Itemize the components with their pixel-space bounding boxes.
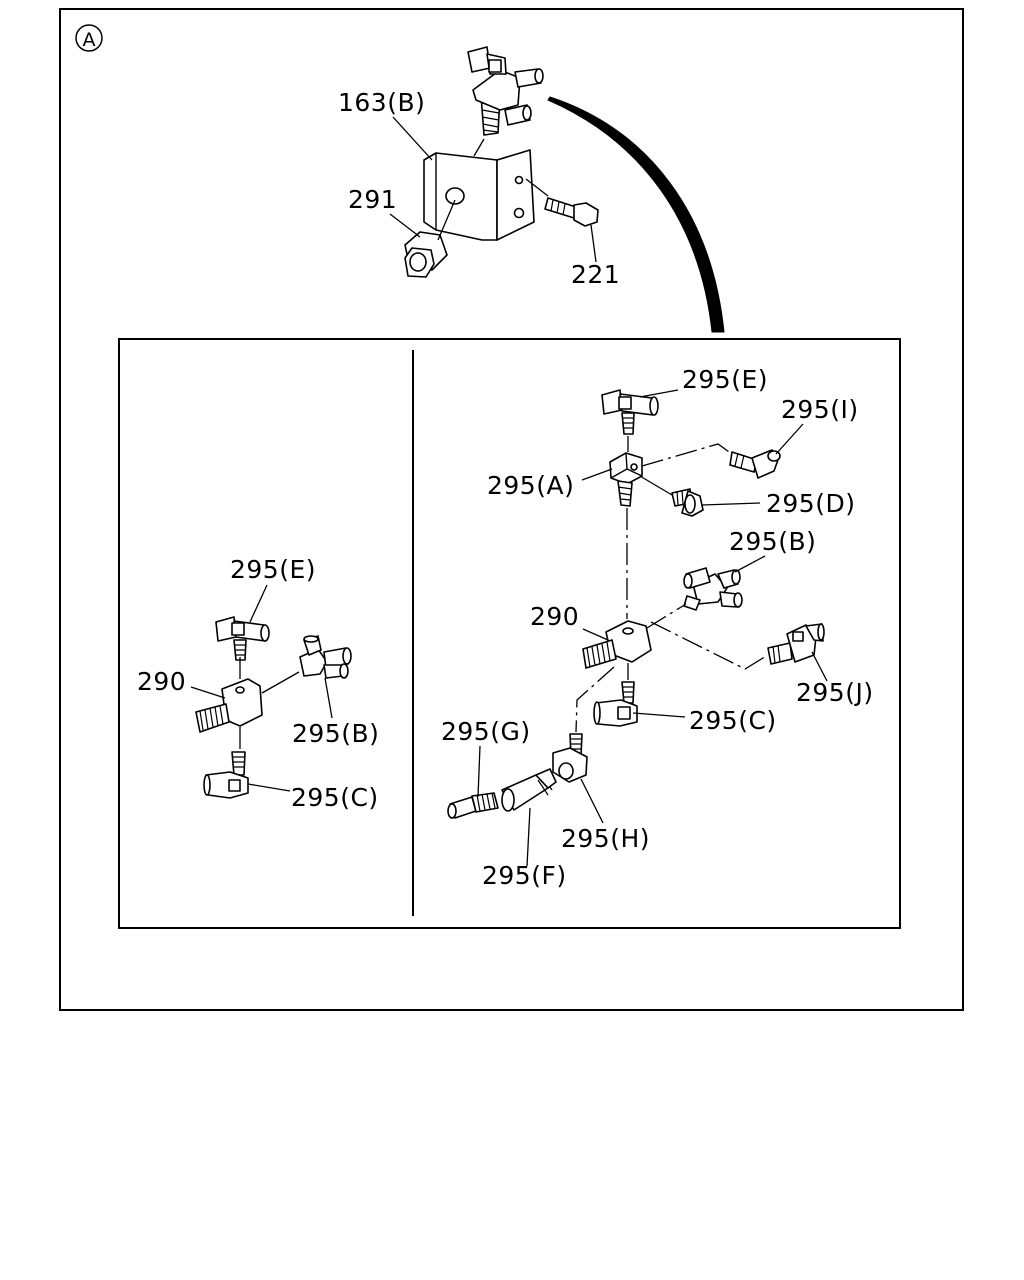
label-left-cross: 295(B) — [292, 719, 379, 748]
label-right-union: 290 — [530, 602, 579, 631]
label-right-elbow-h: 295(H) — [561, 824, 650, 853]
label-left-elbow: 295(C) — [291, 783, 379, 812]
view-marker-label: A — [83, 29, 96, 51]
left-elbow-fitting — [203, 751, 249, 799]
label-left-union: 290 — [137, 667, 186, 696]
top-bolt — [544, 197, 599, 227]
label-right-tee-j: 295(J) — [796, 678, 874, 707]
label-left-tee: 295(E) — [230, 555, 316, 584]
right-elbow-i — [729, 449, 781, 479]
label-top-bracket: 163(B) — [338, 88, 425, 117]
detail-frame — [118, 338, 901, 929]
right-nipple-g — [447, 792, 499, 819]
label-right-tee-e: 295(E) — [682, 365, 768, 394]
right-plug-d — [671, 488, 704, 517]
label-right-hose-f: 295(F) — [482, 861, 567, 890]
label-right-plug-d: 295(D) — [766, 489, 855, 518]
top-bracket — [423, 149, 535, 241]
left-union — [195, 678, 263, 733]
view-marker: A — [75, 24, 103, 52]
right-block-fitting — [609, 452, 643, 507]
label-right-cross-b: 295(B) — [729, 527, 816, 556]
label-top-nut: 291 — [348, 185, 397, 214]
right-elbow-c — [593, 681, 638, 727]
right-elbow-h — [552, 733, 588, 783]
left-cross-fitting — [299, 635, 352, 679]
right-hose-f — [501, 768, 557, 812]
label-right-nipple-g: 295(G) — [441, 717, 531, 746]
top-nut — [404, 231, 448, 278]
outer-frame — [59, 8, 964, 1011]
right-union — [582, 620, 652, 669]
label-right-block-a: 295(A) — [487, 471, 574, 500]
right-tee-fitting — [601, 389, 659, 435]
right-cross-fitting — [683, 567, 743, 611]
top-tee-fitting — [467, 46, 544, 136]
detail-callout-arc — [547, 96, 725, 333]
label-right-elbow-c: 295(C) — [689, 706, 777, 735]
label-right-elbow-i: 295(I) — [781, 395, 859, 424]
right-tee-j — [767, 623, 825, 665]
left-tee-fitting — [215, 616, 270, 661]
label-top-bolt: 221 — [571, 260, 620, 289]
